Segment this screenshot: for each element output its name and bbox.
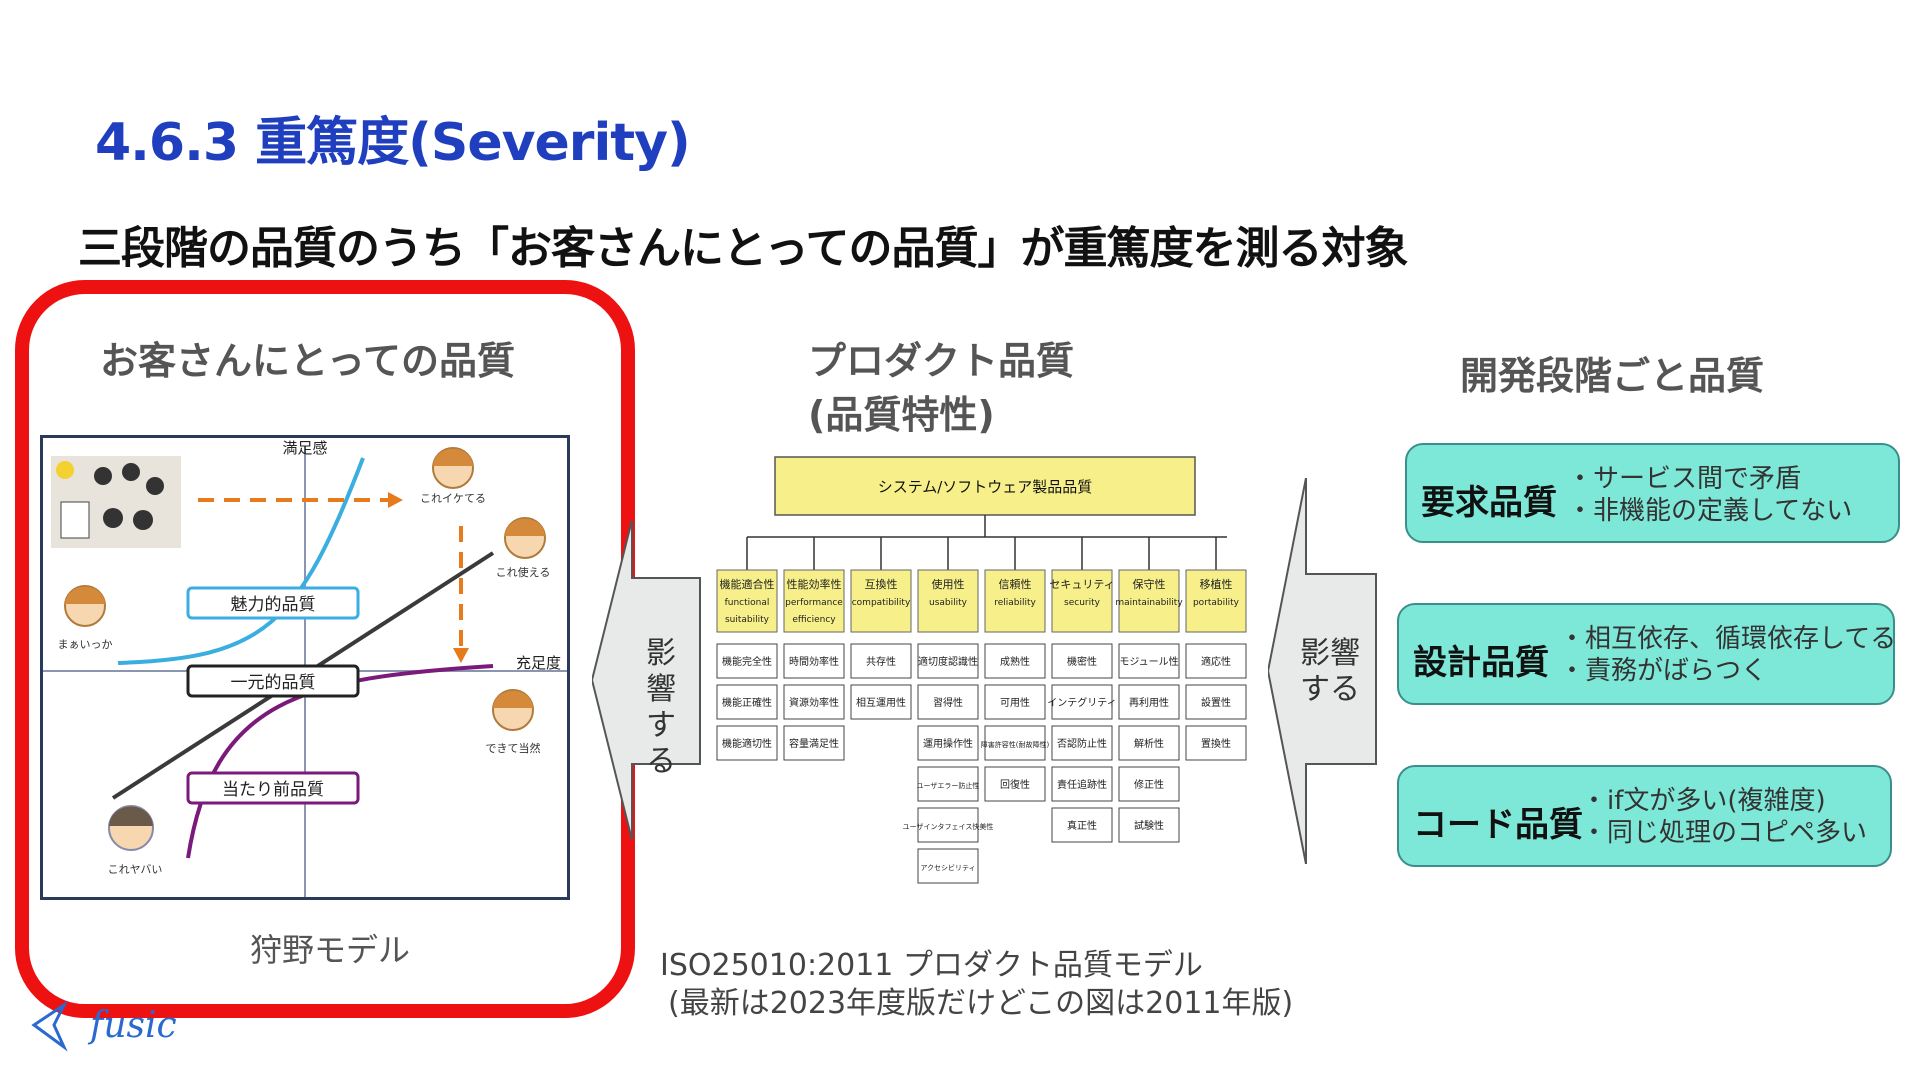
product-quality-subheading: (品質特性) [808,384,995,439]
fusic-logo: fusic [30,995,200,1055]
sub-characteristic-label: 共存性 [866,655,896,668]
sub-characteristic-label: アクセシビリティ [920,863,975,872]
design-quality-notes: ・相互依存、循環依存してる ・責務がばらつく [1559,623,1896,687]
characteristic-en: performance [785,598,843,608]
sub-characteristic-label: 機能適切性 [722,737,772,750]
characteristic-en: usability [929,598,968,608]
characteristic-en: compatibility [852,598,911,608]
sub-characteristic-label: 運用操作性 [923,737,973,750]
sub-characteristic-label: モジュール性 [1119,655,1178,668]
slide-subtitle: 三段階の品質のうち「お客さんにとっての品質」が重篤度を測る対象 [78,212,1407,276]
design-note-1: ・相互依存、循環依存してる [1559,623,1896,655]
design-quality-label: 設計品質 [1413,635,1549,684]
sub-characteristic-label: 再利用性 [1129,696,1169,709]
requirements-quality-box: 要求品質 ・サービス間で矛盾 ・非機能の定義してない [1405,443,1900,543]
characteristic-name: 互換性 [865,577,898,591]
requirements-quality-notes: ・サービス間で矛盾 ・非機能の定義してない [1567,463,1852,527]
iso-caption-note: (最新は2023年度版だけどこの図は2011年版) [668,978,1293,1022]
sub-characteristic-label: 設置性 [1201,696,1231,709]
sub-characteristic-label: インテグリティ [1047,696,1116,709]
iso25010-tree: システム/ソフトウェア製品品質 機能適合性 functional suitabili… [715,455,1260,935]
code-quality-notes: ・if文が多い(複雑度) ・同じ処理のコピペ多い [1581,785,1867,849]
code-note-1: ・if文が多い(複雑度) [1581,785,1867,817]
sub-characteristic-label: 置換性 [1201,737,1231,750]
sub-characteristic-label: ユーザインタフェイス快美性 [903,822,994,831]
sub-characteristic-label: 時間効率性 [789,655,839,668]
code-quality-label: コード品質 [1413,797,1583,846]
left-arrow-text: 影響 する [636,636,686,780]
sub-characteristic-label: 成熟性 [1000,655,1030,668]
requirements-note-2: ・非機能の定義してない [1567,495,1852,527]
right-arrow-text: 影響 する [1300,636,1360,708]
sub-characteristic-label: 試験性 [1134,819,1164,832]
right-arrow-text-line1: 影響 [1300,636,1360,672]
sub-characteristic-label: 障害許容性(耐故障性) [981,740,1050,749]
sub-characteristic-label: 習得性 [933,696,963,709]
sub-characteristic-label: 否認防止性 [1057,737,1107,750]
product-quality-heading: プロダクト品質 [808,330,1074,385]
highlight-frame [15,280,635,1018]
requirements-quality-label: 要求品質 [1421,475,1557,524]
sub-characteristic-label: 修正性 [1134,778,1164,791]
design-note-2: ・責務がばらつく [1559,655,1896,687]
characteristic-en: functional [725,598,770,608]
code-note-2: ・同じ処理のコピペ多い [1581,817,1867,849]
sub-characteristic-label: 解析性 [1134,737,1164,750]
sub-characteristic-label: 機能完全性 [722,655,772,668]
root-node-label: システム/ソフトウェア製品品質 [878,478,1093,496]
sub-characteristic-label: 機能正確性 [722,696,772,709]
slide-title: 4.6.3 重篤度(Severity) [95,100,690,175]
characteristic-name: 信頼性 [999,577,1032,591]
left-arrow-text-line2: する [636,708,686,780]
left-arrow-text-line1: 影響 [636,636,686,708]
characteristic-en: reliability [994,598,1036,608]
characteristic-name: 性能効率性 [787,577,842,591]
sub-characteristic-label: 責任追跡性 [1057,778,1107,791]
sub-characteristic-label: 相互運用性 [856,696,906,709]
sub-characteristic-label: 容量満足性 [789,737,839,750]
characteristic-name: セキュリティ [1049,578,1114,591]
sub-characteristic-label: 真正性 [1067,819,1097,832]
requirements-note-1: ・サービス間で矛盾 [1567,463,1852,495]
sub-characteristic-label: 機密性 [1067,655,1097,668]
characteristic-name: 使用性 [932,577,965,591]
characteristic-name: 機能適合性 [720,577,775,591]
characteristic-name: 保守性 [1133,577,1166,591]
characteristic-en: portability [1193,598,1240,608]
sub-characteristic-label: 資源効率性 [789,696,839,709]
design-quality-box: 設計品質 ・相互依存、循環依存してる ・責務がばらつく [1397,603,1895,705]
right-arrow-text-line2: する [1300,672,1360,708]
dev-phase-quality-heading: 開発段階ごと品質 [1460,345,1764,400]
sub-characteristic-label: 適応性 [1201,655,1231,668]
characteristic-en: efficiency [792,615,836,625]
code-quality-box: コード品質 ・if文が多い(複雑度) ・同じ処理のコピペ多い [1397,765,1892,867]
characteristics-group: 機能適合性 functional suitability 機能完全性機能正確性機能適切… [717,537,1246,883]
sub-characteristic-label: ユーザエラー防止性 [917,781,980,790]
sub-characteristic-label: 回復性 [1000,778,1030,791]
sub-characteristic-label: 適切度認識性 [918,655,978,668]
logo-mark-icon [34,1005,64,1047]
characteristic-en: suitability [725,615,770,625]
sub-characteristic-label: 可用性 [1000,696,1030,709]
characteristic-en: maintainability [1115,598,1183,608]
characteristic-en: security [1064,598,1101,608]
characteristic-name: 移植性 [1200,577,1233,591]
logo-text: fusic [87,1005,177,1046]
